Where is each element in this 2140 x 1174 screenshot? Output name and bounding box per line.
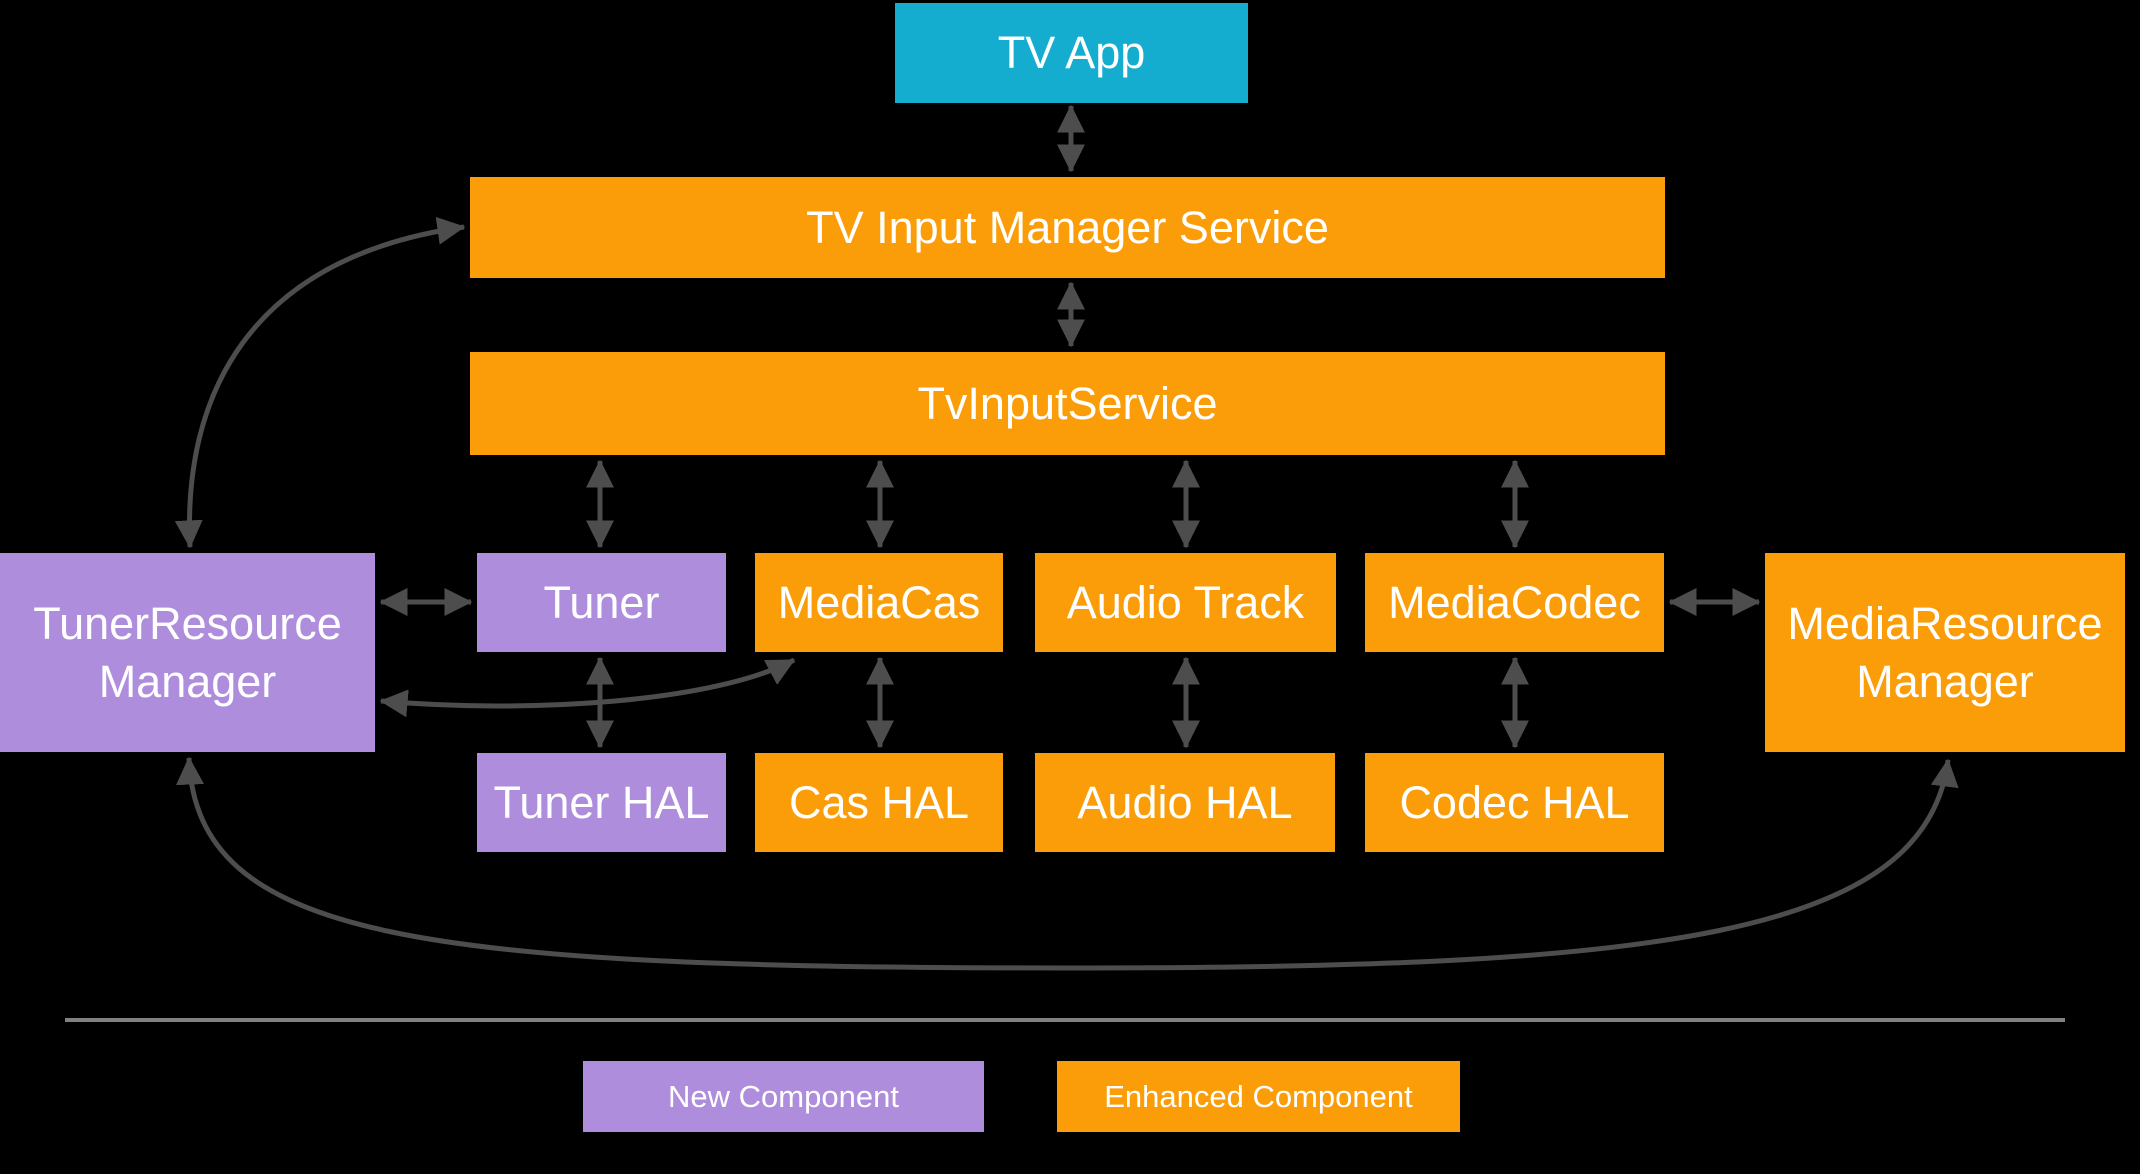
node-codec-hal: Codec HAL bbox=[1365, 753, 1664, 852]
arrow-trm-mrm-curve bbox=[176, 756, 1959, 971]
node-tv-app: TV App bbox=[895, 3, 1248, 103]
node-cas-hal: Cas HAL bbox=[755, 753, 1003, 852]
node-tuner: Tuner bbox=[477, 553, 726, 652]
arrow-trm-mediacas-curve bbox=[379, 657, 796, 718]
legend-enhanced-component: Enhanced Component bbox=[1057, 1061, 1460, 1132]
node-tuner-hal: Tuner HAL bbox=[477, 753, 726, 852]
divider-line bbox=[65, 1018, 2065, 1022]
node-media-codec: MediaCodec bbox=[1365, 553, 1664, 652]
arrow-trm-tims-curve bbox=[174, 216, 466, 549]
node-tv-input-service: TvInputService bbox=[470, 352, 1665, 455]
node-audio-track: Audio Track bbox=[1035, 553, 1336, 652]
node-audio-hal: Audio HAL bbox=[1035, 753, 1335, 852]
node-media-resource-manager: MediaResource Manager bbox=[1765, 553, 2125, 752]
node-media-cas: MediaCas bbox=[755, 553, 1003, 652]
node-tuner-resource-manager: TunerResource Manager bbox=[0, 553, 375, 752]
legend-new-component: New Component bbox=[583, 1061, 984, 1132]
node-tv-input-manager-service: TV Input Manager Service bbox=[470, 177, 1665, 278]
